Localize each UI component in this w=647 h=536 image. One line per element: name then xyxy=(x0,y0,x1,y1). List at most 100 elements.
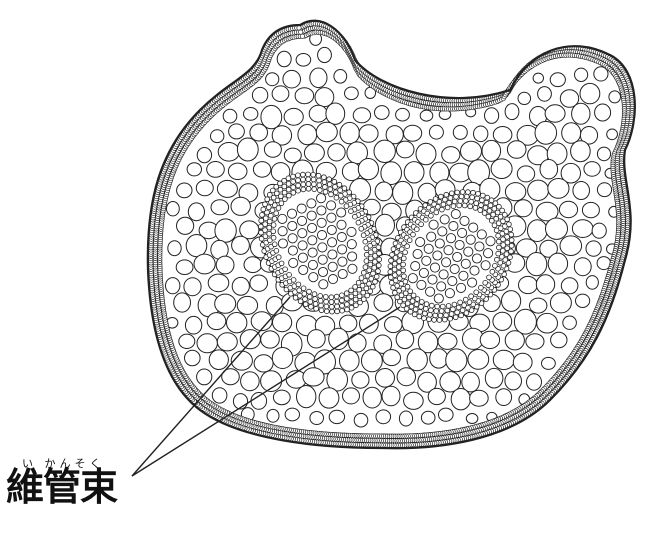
bundle-ring-cell xyxy=(415,297,420,302)
bundle-ring-cell xyxy=(417,314,422,319)
bundle-inner-cell xyxy=(327,225,336,234)
parenchyma-cell xyxy=(307,330,325,348)
parenchyma-cell xyxy=(209,350,228,370)
bundle-ring-cell xyxy=(418,309,423,314)
bundle-inner-cell xyxy=(408,274,417,283)
bundle-inner-cell xyxy=(429,220,438,229)
parenchyma-cell xyxy=(250,275,268,291)
bundle-ring-cell xyxy=(308,299,313,304)
bundle-inner-cell xyxy=(338,257,347,266)
bundle-inner-cell xyxy=(327,201,336,210)
bundle-inner-cell xyxy=(307,199,316,208)
bundle-ring-cell xyxy=(470,195,475,200)
parenchyma-cell xyxy=(266,297,283,316)
bundle-ring-cell xyxy=(363,265,368,270)
epidermis-cell xyxy=(297,26,301,30)
bundle-ring-cell xyxy=(397,259,402,264)
bundle-inner-cell xyxy=(449,222,458,231)
bundle-ring-cell xyxy=(319,308,324,313)
parenchyma-cell xyxy=(252,87,267,103)
bundle-ring-cell xyxy=(287,193,292,198)
bundle-ring-cell xyxy=(475,196,480,201)
parenchyma-cell xyxy=(607,129,618,140)
parenchyma-cell xyxy=(519,276,538,293)
parenchyma-cell xyxy=(514,200,532,217)
bundle-ring-cell xyxy=(332,179,337,184)
bundle-inner-cell xyxy=(448,277,457,286)
bundle-inner-cell xyxy=(347,227,356,236)
bundle-ring-cell xyxy=(329,192,334,197)
parenchyma-cell xyxy=(310,412,324,425)
bundle-ring-cell xyxy=(398,299,403,304)
bundle-inner-cell xyxy=(422,256,431,265)
bundle-ring-cell xyxy=(437,318,442,323)
parenchyma-cell xyxy=(345,87,359,100)
bundle-ring-cell xyxy=(474,201,479,206)
parenchyma-cell xyxy=(285,408,299,421)
bundle-ring-cell xyxy=(509,243,514,248)
parenchyma-cell xyxy=(493,350,514,369)
bundle-inner-cell xyxy=(308,260,317,269)
parenchyma-cell xyxy=(493,127,512,143)
parenchyma-cell xyxy=(174,293,191,312)
parenchyma-cell xyxy=(326,103,345,124)
parenchyma-cell xyxy=(482,140,501,161)
bundle-inner-cell xyxy=(416,237,425,246)
bundle-inner-cell xyxy=(337,208,346,217)
bundle-ring-cell xyxy=(276,206,281,211)
bundle-ring-cell xyxy=(453,315,458,320)
bundle-ring-cell xyxy=(439,309,444,314)
bundle-ring-cell xyxy=(469,294,474,299)
bundle-ring-cell xyxy=(345,302,350,307)
bundle-ring-cell xyxy=(448,196,453,201)
parenchyma-cell xyxy=(575,68,588,81)
bundle-ring-cell xyxy=(344,296,349,301)
bundle-inner-cell xyxy=(348,264,357,273)
bundle-ring-cell xyxy=(402,297,407,302)
parenchyma-cell xyxy=(375,106,390,120)
bundle-ring-cell xyxy=(344,291,349,296)
bundle-ring-cell xyxy=(312,182,317,187)
bundle-ring-cell xyxy=(306,182,311,187)
parenchyma-cell xyxy=(416,143,436,165)
bundle-inner-cell xyxy=(307,223,316,232)
bundle-ring-cell xyxy=(492,223,497,228)
parenchyma-cell xyxy=(298,125,317,145)
bundle-inner-cell xyxy=(444,246,453,255)
bundle-ring-cell xyxy=(356,220,361,225)
bundle-inner-cell xyxy=(317,194,326,203)
bundle-ring-cell xyxy=(427,317,432,322)
bundle-ring-cell xyxy=(429,213,434,218)
bundle-ring-cell xyxy=(279,201,284,206)
bundle-inner-cell xyxy=(288,221,297,230)
parenchyma-cell xyxy=(442,147,460,163)
bundle-ring-cell xyxy=(445,205,450,210)
bundle-ring-cell xyxy=(340,293,345,298)
bundle-ring-cell xyxy=(340,303,345,308)
bundle-ring-cell xyxy=(432,318,437,323)
bundle-ring-cell xyxy=(323,190,328,195)
parenchyma-cell xyxy=(241,372,260,391)
bundle-inner-cell xyxy=(348,252,357,261)
parenchyma-cell xyxy=(212,388,227,403)
bundle-inner-cell xyxy=(477,230,486,239)
parenchyma-cell xyxy=(374,294,393,312)
bundle-ring-cell xyxy=(402,274,407,279)
parenchyma-cell xyxy=(428,388,445,404)
bundle-inner-cell xyxy=(299,265,308,274)
bundle-ring-cell xyxy=(324,304,329,309)
parenchyma-cell xyxy=(186,235,207,257)
parenchyma-cell xyxy=(273,390,290,405)
bundle-ring-cell xyxy=(313,302,318,307)
bundle-ring-cell xyxy=(272,217,277,222)
bundle-ring-cell xyxy=(311,172,316,177)
parenchyma-cell xyxy=(362,350,383,372)
parenchyma-cell xyxy=(393,181,413,204)
bundle-ring-cell xyxy=(363,239,368,244)
parenchyma-cell xyxy=(217,180,237,197)
parenchyma-cell xyxy=(229,124,245,139)
bundle-ring-cell xyxy=(286,176,291,181)
parenchyma-cell xyxy=(196,180,213,195)
parenchyma-cell xyxy=(551,332,567,348)
bundle-ring-cell xyxy=(313,297,318,302)
